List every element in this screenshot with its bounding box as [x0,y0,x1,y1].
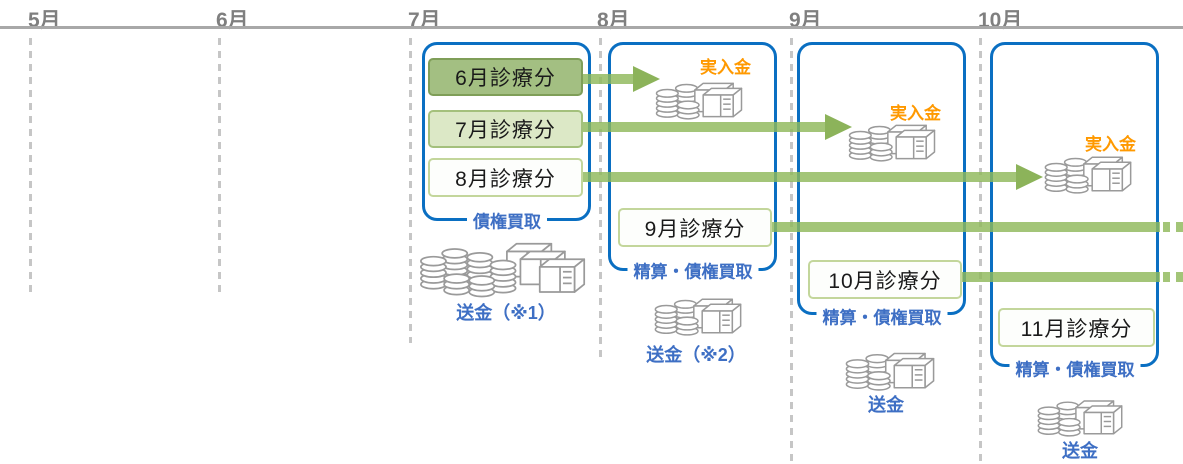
deposit-label-september: 実入金 [890,104,941,123]
payment-arrow-july-shaft [583,122,826,132]
deposit-label-august: 実入金 [700,58,751,77]
month-label-july: 7月 [408,9,441,32]
claim-box-november-label: 11月診療分 [1020,317,1133,341]
bracket-label-september: 精算・債権買取 [816,303,948,329]
payment-arrow-october-shaft [962,272,1160,282]
claim-box-october-label: 10月診療分 [828,269,942,293]
payment-arrow-august-head [1016,164,1043,190]
remittance-label-september: 送金 [868,395,904,415]
claim-box-september: 9月診療分 [618,208,772,247]
payment-arrow-august-shaft [583,172,1017,182]
claim-box-september-label: 9月診療分 [644,217,746,241]
coins-and-bills-icon [1035,386,1125,439]
coins-and-bills-icon [652,284,744,338]
payment-arrow-july-head [825,114,852,140]
claim-box-november: 11月診療分 [998,308,1155,347]
month-label-june: 6月 [216,9,249,32]
payment-arrow-september-shaft [772,222,1160,232]
payment-arrow-june-head [633,66,660,92]
remittance-label-july: 送金（※1） [456,303,556,323]
gridline-june [218,38,221,296]
remittance-label-august: 送金（※2） [646,345,746,365]
timeline-axis [0,26,1183,29]
arrow-continuation-dashes-september [1163,222,1183,232]
payment-arrow-june-shaft [583,74,634,84]
coins-and-bills-icon [418,230,590,300]
claim-box-june-label: 6月診療分 [455,67,556,90]
gridline-september [790,38,793,462]
claim-box-october: 10月診療分 [808,260,962,299]
gridline-may [29,38,32,296]
gridline-august [599,38,602,362]
claim-box-august: 8月診療分 [428,158,583,197]
claim-box-june: 6月診療分 [428,58,583,96]
bracket-label-july: 債権買取 [467,207,547,233]
gridline-july [409,38,412,343]
claim-box-august-label: 8月診療分 [455,167,556,191]
deposit-label-october: 実入金 [1085,135,1136,154]
arrow-continuation-dashes-october [1163,272,1183,282]
claim-box-july-label: 7月診療分 [455,119,556,142]
coins-and-bills-icon [843,338,937,393]
gridline-october [979,38,982,462]
month-label-september: 9月 [789,9,822,32]
bracket-label-august: 精算・債権買取 [627,257,759,283]
month-label-may: 5月 [28,9,61,32]
month-label-october: 10月 [978,9,1023,32]
claim-box-july: 7月診療分 [428,110,583,148]
month-label-august: 8月 [597,9,630,32]
bracket-label-october: 精算・債権買取 [1009,355,1141,381]
remittance-label-october: 送金 [1062,441,1098,461]
